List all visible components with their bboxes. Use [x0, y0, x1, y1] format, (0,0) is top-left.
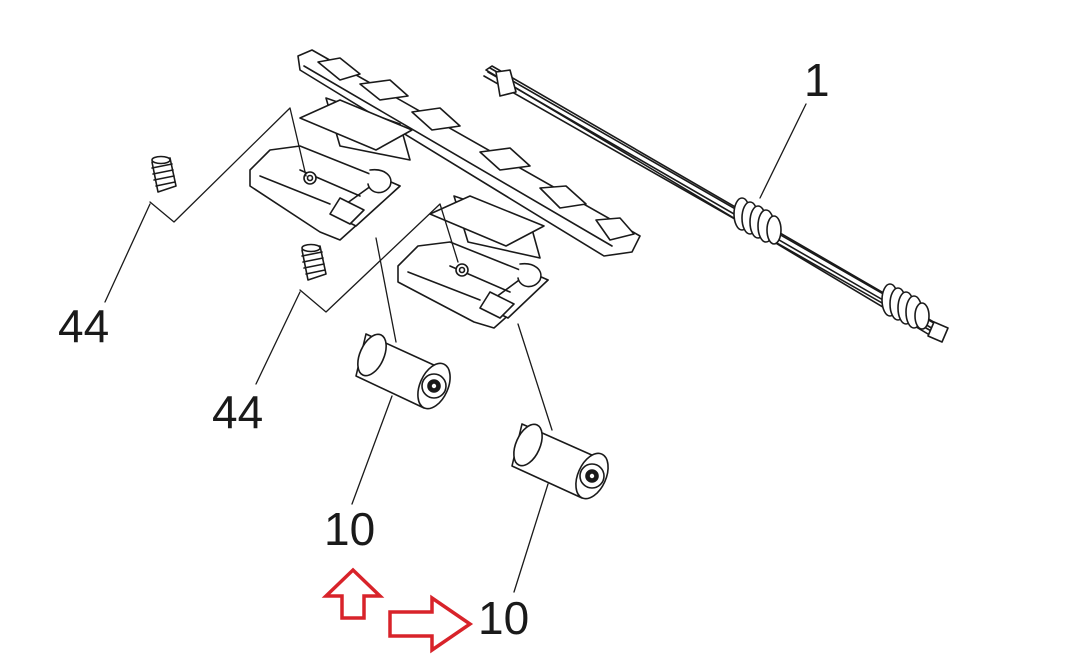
roller-holder-left — [249, 97, 413, 241]
spring-lower-part — [301, 243, 327, 281]
roller-left-part — [355, 333, 451, 410]
roller-right-part — [511, 423, 609, 500]
callout-roller-left: 10 — [324, 503, 375, 555]
right-arrow-icon — [388, 594, 474, 654]
callout-shaft: 1 — [804, 54, 830, 106]
callout-labels: 1 44 44 10 10 — [58, 54, 830, 644]
shaft-end-collar — [881, 283, 930, 330]
callout-spring-lower: 44 — [212, 386, 263, 438]
up-arrow-icon — [321, 567, 385, 620]
spring-upper-part — [151, 155, 177, 193]
leader-lines — [104, 103, 807, 593]
bracket-assembly — [249, 49, 641, 329]
roller-holder-right — [397, 195, 549, 329]
shaft-part — [483, 65, 949, 343]
callout-spring-upper: 44 — [58, 300, 109, 352]
shaft-collar — [733, 197, 782, 245]
callout-roller-right: 10 — [478, 592, 529, 644]
